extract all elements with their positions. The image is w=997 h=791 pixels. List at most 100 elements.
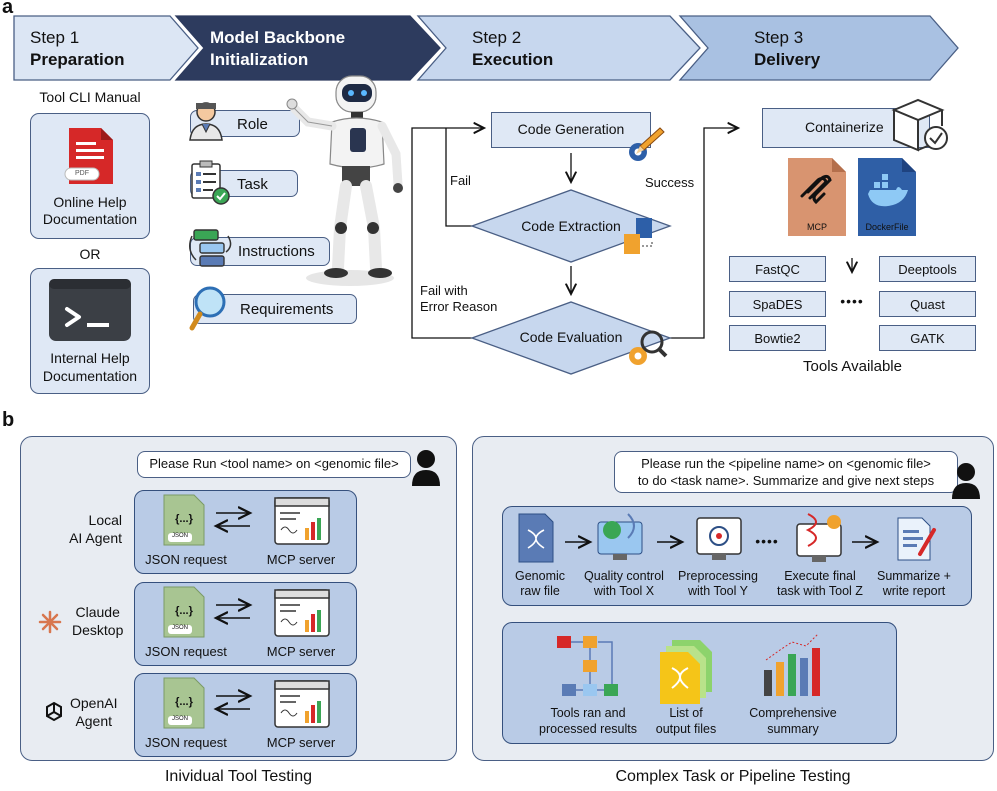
backbone-label: Model Backbone Initialization: [210, 28, 346, 69]
task-label: Task: [237, 176, 268, 193]
step-preprocessing-label: Preprocessing with Tool Y: [678, 569, 758, 598]
left-prompt-text: Please Run <tool name> on <genomic file>: [149, 456, 399, 471]
json-tag-3: JSON: [171, 716, 188, 722]
claude-logo-icon: [38, 610, 62, 634]
json-brace-2: {...}: [175, 605, 193, 617]
json-file-icon: [163, 494, 205, 546]
code-evaluation-diamond: [470, 301, 672, 375]
internal-help-box: Internal Help Documentation: [30, 268, 150, 394]
mcp-server-label-1: MCP server: [266, 552, 336, 567]
step-summarize-label: Summarize + write report: [877, 569, 951, 598]
requirements-label: Requirements: [240, 301, 334, 318]
step-execute-label: Execute final task with Tool Z: [777, 569, 863, 598]
output-summary-label: Comprehensive summary: [749, 706, 837, 736]
json-file-icon: [163, 677, 205, 729]
dockerfile-icon: [858, 158, 916, 236]
report-icon: [897, 517, 936, 561]
json-request-label-2: JSON request: [145, 644, 227, 659]
step-qc-label: Quality control with Tool X: [584, 569, 664, 598]
tool-quast: Quast: [879, 291, 976, 317]
user-icon: [952, 463, 980, 499]
right-prompt-text: Please run the <pipeline name> on <genom…: [637, 456, 935, 488]
instructions-label: Instructions: [238, 243, 315, 260]
tool-spades: SpaDES: [729, 291, 826, 317]
online-help-label: Online Help Documentation: [42, 194, 138, 227]
step3-label: Step 3 Delivery: [754, 28, 821, 69]
chevron-backbone: [174, 15, 441, 81]
code-extraction-diamond: [470, 189, 672, 263]
step1-label: Step 1 Preparation: [30, 28, 125, 69]
pdf-icon: [64, 128, 113, 184]
tool-cli-manual-title: Tool CLI Manual: [39, 89, 141, 105]
quality-control-icon: [597, 513, 643, 560]
success-line: [670, 128, 738, 339]
task-icon: [191, 160, 230, 205]
step-chevrons: [13, 15, 959, 81]
preprocessing-icon: [696, 517, 742, 560]
left-caption: Inividual Tool Testing: [164, 768, 313, 785]
json-file-icon: [163, 586, 205, 638]
mcp-file-icon: [788, 158, 846, 236]
fail-reason-label: Fail with Error Reason: [420, 283, 498, 314]
mcp-server-label-2: MCP server: [266, 644, 336, 659]
json-request-label-1: JSON request: [145, 552, 227, 567]
openai-logo-icon: [46, 701, 62, 722]
execute-task-icon: [796, 513, 842, 562]
loop-line: [411, 128, 484, 339]
code-generation-box: [491, 112, 651, 148]
tool-bowtie2: Bowtie2: [729, 325, 826, 351]
mcp-server-icon: [274, 497, 330, 545]
output-files-label: List of output files: [655, 706, 717, 736]
right-caption: Complex Task or Pipeline Testing: [615, 768, 851, 785]
role-label: Role: [237, 116, 268, 133]
chevron-step1: [13, 15, 199, 81]
tools-dots: ••••: [840, 293, 864, 309]
json-tag-1: JSON: [171, 533, 188, 539]
robot-icon: [286, 75, 403, 286]
tool-deeptools: Deeptools: [879, 256, 976, 282]
instructions-icon: [189, 229, 232, 267]
pdf-tag: PDF: [75, 170, 89, 177]
fail-label: Fail: [450, 173, 471, 188]
code-evaluation-label: Code Evaluation: [519, 329, 623, 345]
success-label: Success: [645, 175, 695, 190]
json-tag-2: JSON: [171, 625, 188, 631]
right-prompt-box: [614, 451, 958, 493]
panel-a-label: a: [2, 0, 14, 18]
tool-gatk: GATK: [879, 325, 976, 351]
containerize-label: Containerize: [805, 119, 884, 135]
chevron-step3: [678, 15, 959, 81]
mcp-file-label: MCP: [807, 222, 827, 232]
json-brace-1: {...}: [175, 513, 193, 525]
evaluation-gear-icon: [629, 330, 668, 365]
left-prompt-box: [137, 451, 411, 478]
or-label: OR: [79, 246, 101, 262]
dockerfile-label: DockerFile: [865, 222, 909, 232]
pipeline-dots: ••••: [755, 533, 779, 549]
genomic-file-icon: [518, 513, 554, 563]
documents-icon: [624, 218, 653, 254]
summary-chart-icon: [764, 633, 820, 696]
mcp-server-label-3: MCP server: [266, 735, 336, 750]
execution-flow: [411, 0, 997, 375]
json-brace-3: {...}: [175, 696, 193, 708]
online-help-box: PDF Online Help Documentation: [30, 113, 150, 239]
tools-available-label: Tools Available: [803, 358, 902, 375]
json-request-label-3: JSON request: [145, 735, 227, 750]
step2-label: Step 2 Execution: [472, 28, 554, 69]
agent-local-label: Local AI Agent: [69, 512, 122, 546]
output-files-icon: [660, 640, 712, 704]
pencil-gear-icon: [629, 127, 665, 161]
user-icon: [412, 450, 440, 486]
panel-b-label: b: [2, 409, 15, 431]
internal-help-label: Internal Help Documentation: [42, 350, 138, 384]
output-tools-label: Tools ran and processed results: [539, 706, 637, 736]
magnifier-icon: [189, 286, 226, 331]
pipeline-steps-row: [502, 506, 972, 606]
tool-fastqc: FastQC: [729, 256, 826, 282]
flow-results-icon: [557, 636, 618, 696]
agent-openai-label: OpenAI Agent: [70, 695, 118, 729]
